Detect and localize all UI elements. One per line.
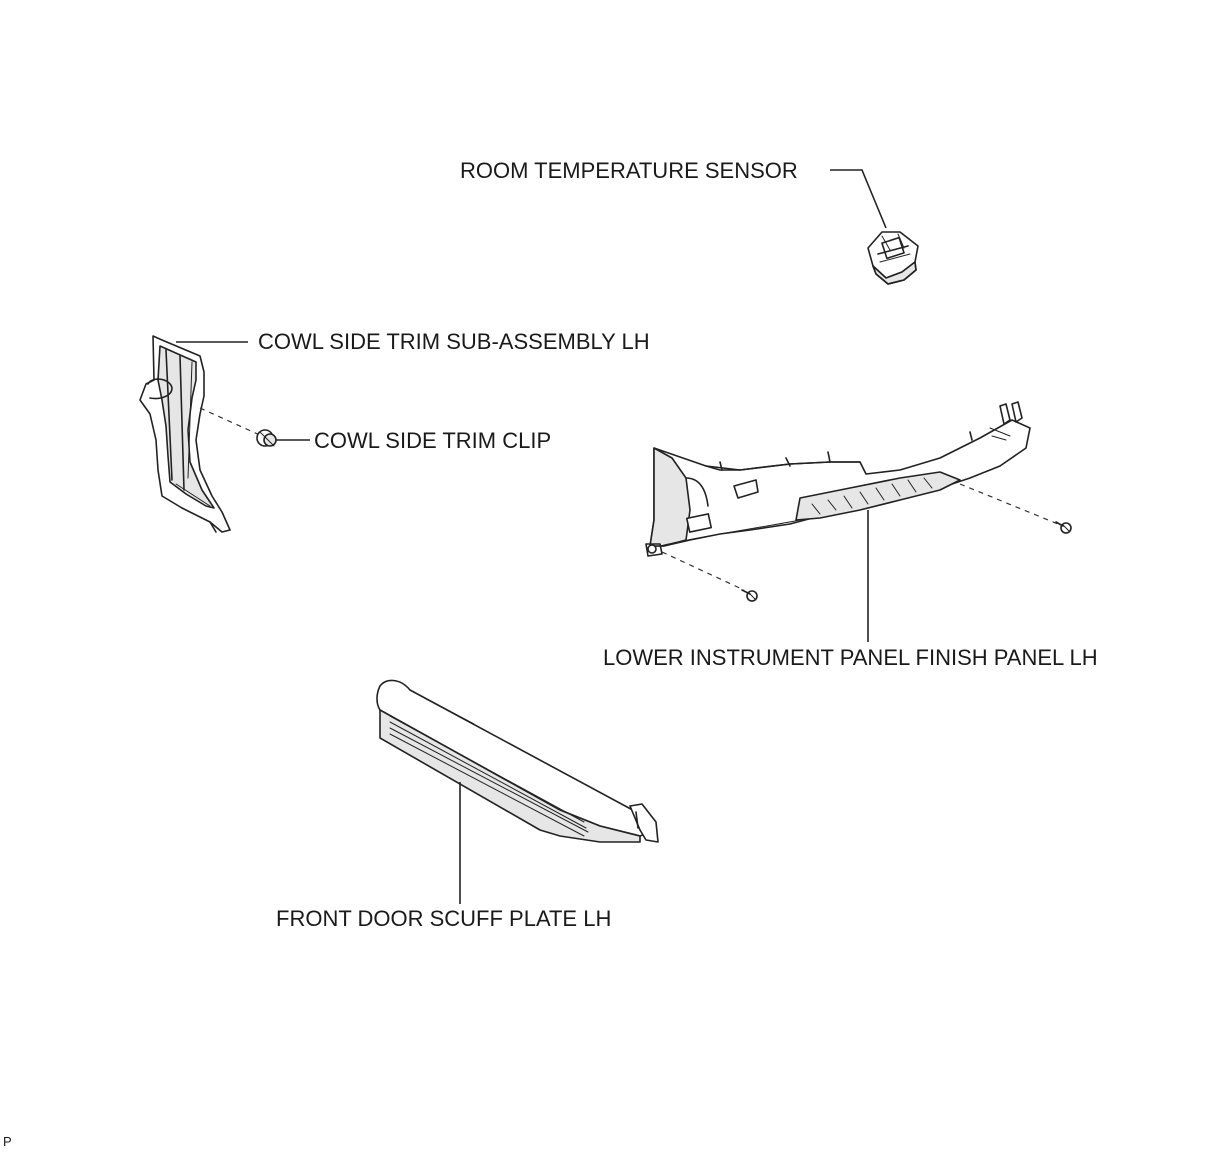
label-cowl-side-trim-clip: COWL SIDE TRIM CLIP [314, 428, 552, 453]
corner-code: P [3, 1134, 12, 1149]
label-cowl-side-trim: COWL SIDE TRIM SUB-ASSEMBLY LH [258, 329, 650, 354]
room-temperature-sensor-part [867, 231, 919, 285]
front-door-scuff-plate-part [376, 679, 659, 843]
label-front-door-scuff-plate: FRONT DOOR SCUFF PLATE LH [276, 906, 612, 931]
label-room-temperature-sensor: ROOM TEMPERATURE SENSOR [460, 158, 798, 183]
label-lower-instrument-panel: LOWER INSTRUMENT PANEL FINISH PANEL LH [603, 645, 1098, 670]
dashed-line-screw-left [661, 551, 745, 591]
dashed-line-cowl-clip [199, 407, 263, 437]
leader-room-temperature-sensor [830, 169, 887, 229]
dashed-line-screw-right [959, 483, 1059, 525]
cowl-side-trim-clip-part [256, 429, 277, 447]
screw-right [1055, 521, 1072, 534]
cowl-side-trim-part [139, 335, 231, 533]
screw-left [741, 589, 758, 602]
lower-instrument-panel-part [645, 401, 1031, 557]
